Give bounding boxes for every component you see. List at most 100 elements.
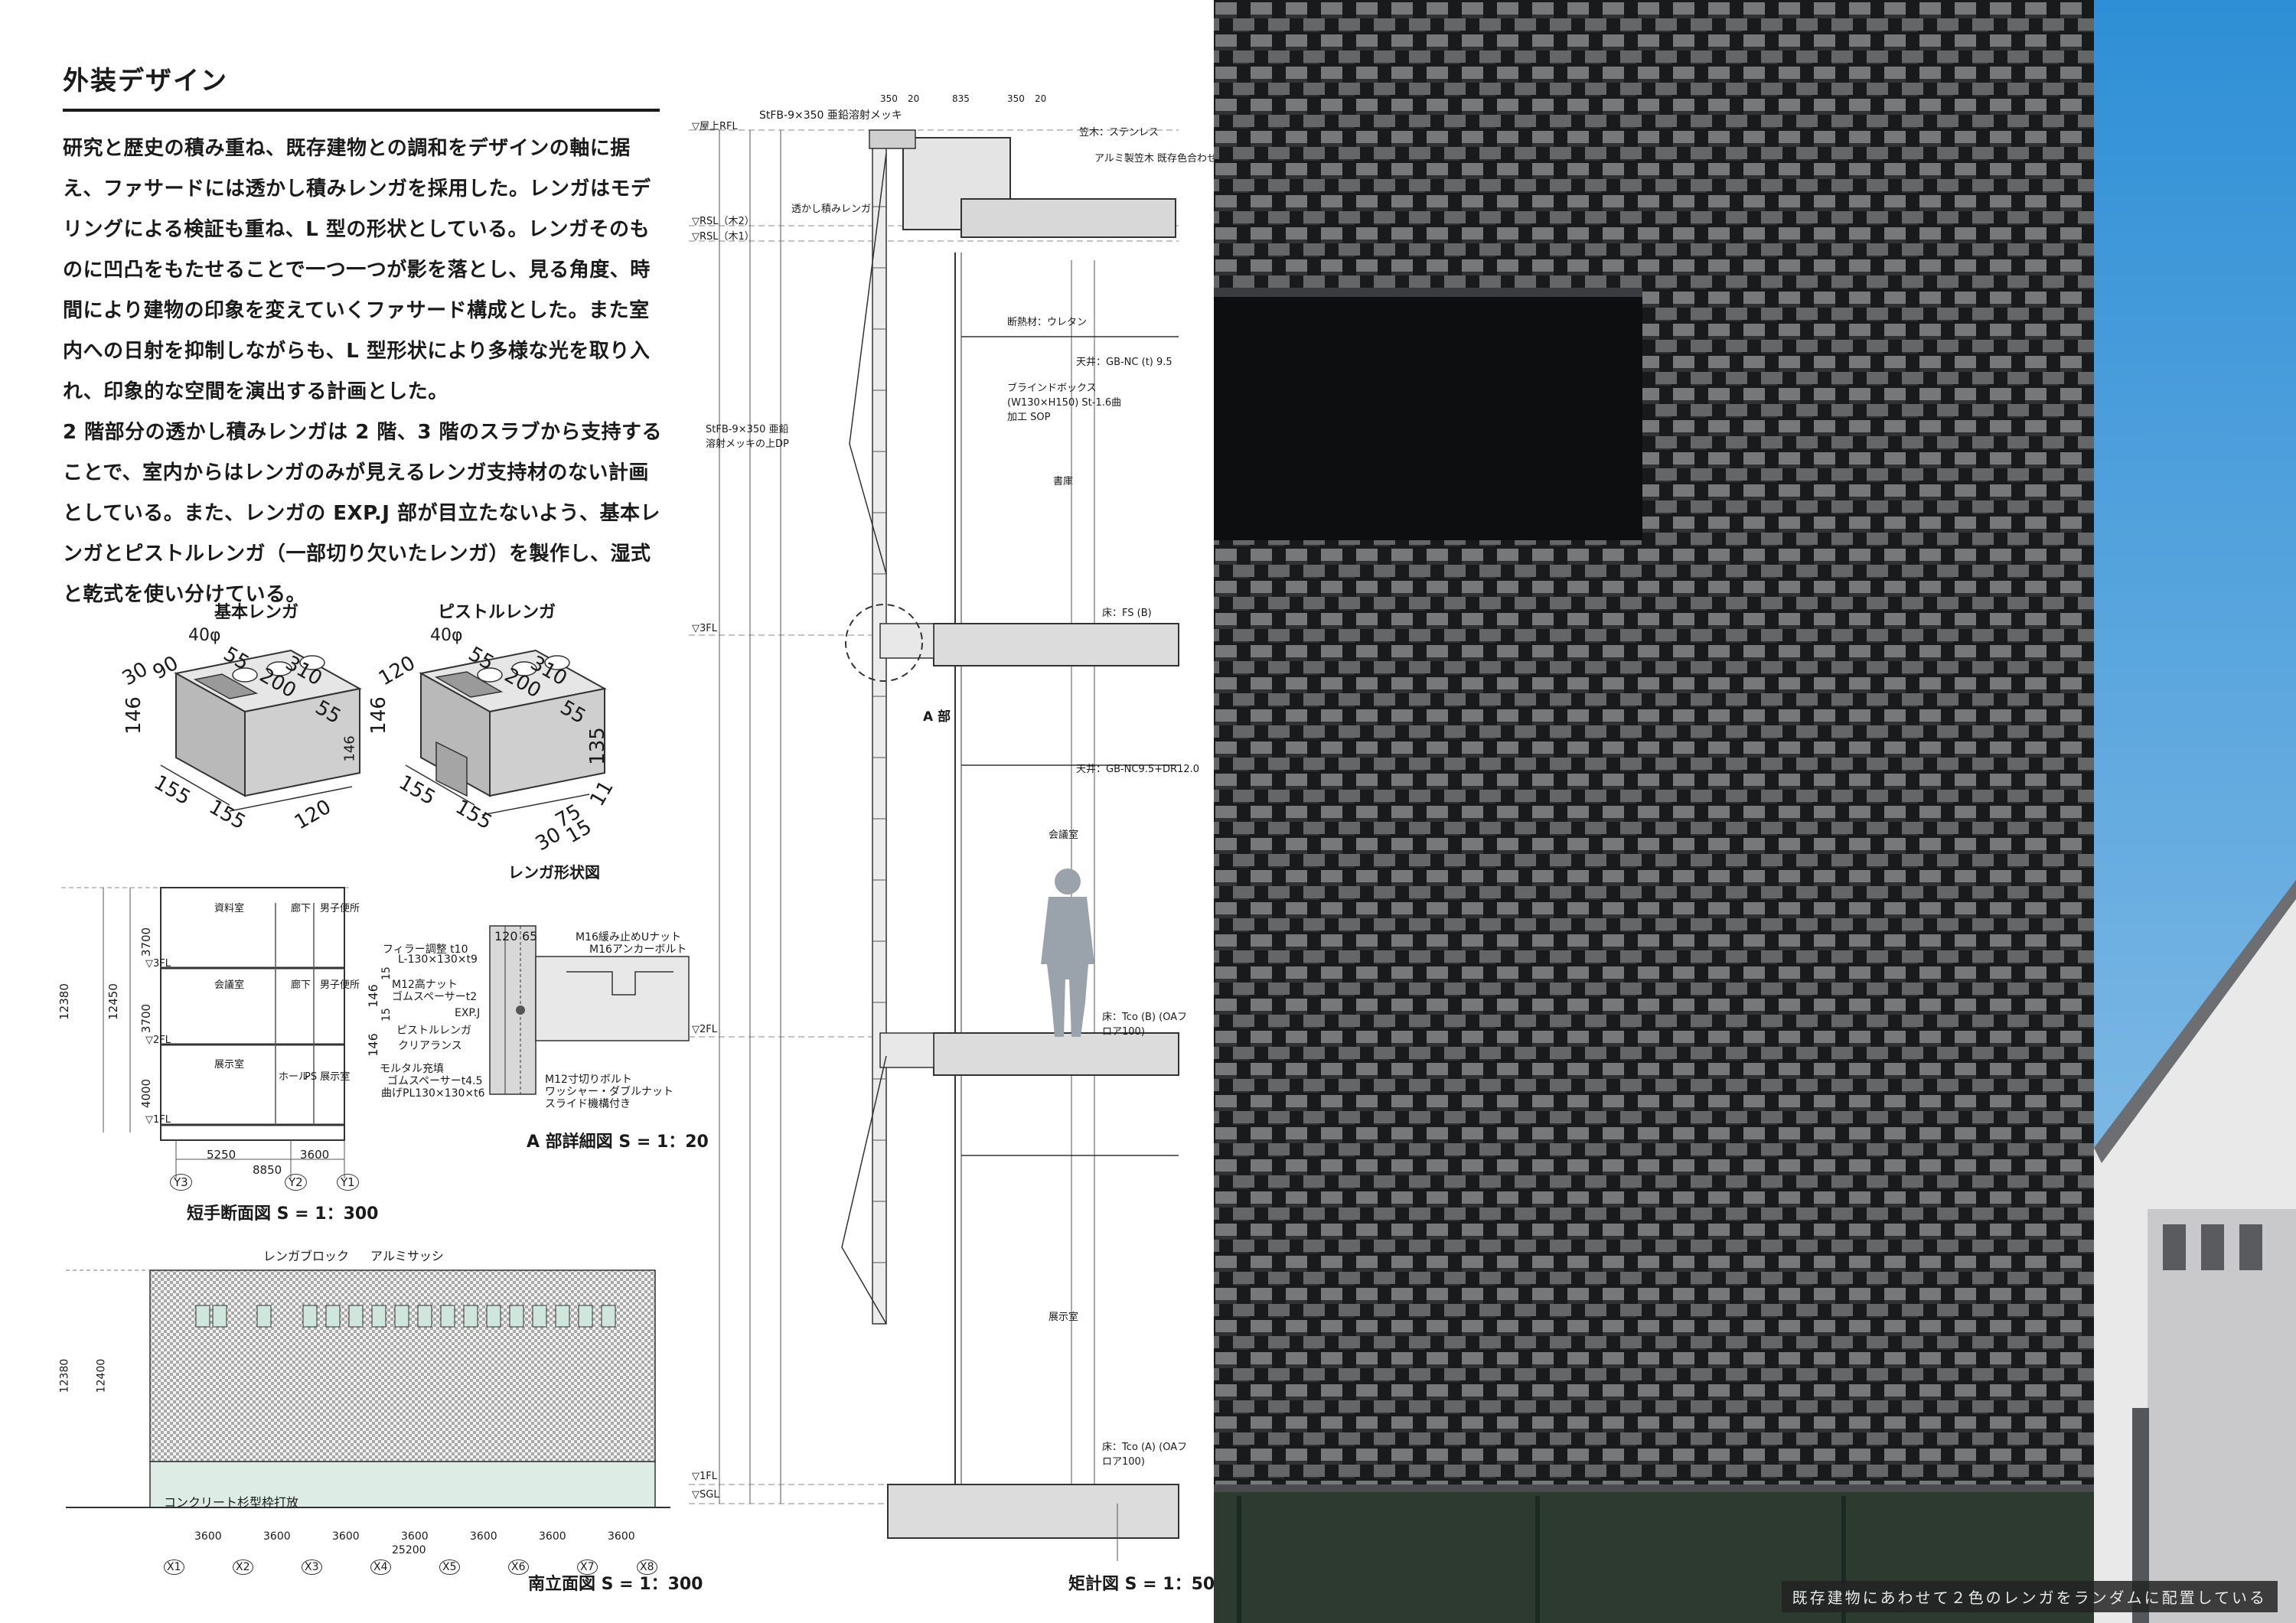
section-grid-y2: Y2 (285, 1174, 307, 1191)
detail-label-bolt: M12寸切りボルト (545, 1074, 632, 1086)
a-part-marker: A 部 (923, 709, 951, 725)
elevation-span-2: 3600 (263, 1530, 291, 1543)
elevation-grid-x2: X2 (233, 1559, 253, 1575)
wall-top-dim-1: 350 (880, 93, 898, 104)
pistol-dim-135: 135 (585, 727, 609, 765)
elevation-grid-x3: X3 (302, 1559, 322, 1575)
elevation-grid-x4: X4 (370, 1559, 391, 1575)
elevation-span-1: 3600 (194, 1530, 222, 1543)
body-paragraph-1: 研究と歴史の積み重ね、既存建物との調和をデザインの軸に据え、ファサードには透かし… (63, 137, 651, 403)
brick-diagram-caption: レンガ形状図 (508, 863, 600, 882)
detail-label-anchor: M16アンカーボルト (589, 943, 687, 956)
elevation-total: 25200 (392, 1544, 426, 1556)
short-section-drawing (61, 887, 352, 1178)
section-total-height: 12380 (57, 983, 71, 1020)
section-room-4: 会議室 (214, 979, 245, 991)
elevation-grid-x8: X8 (637, 1559, 657, 1575)
wall-top-dim-4: 350 (1007, 93, 1025, 104)
level-rfl: ▽屋上RFL (692, 121, 738, 132)
basic-dim-146b: 146 (341, 735, 358, 762)
wall-room-1: 書庫 (1053, 476, 1074, 487)
detail-label-angle: L-130×130×t9 (398, 953, 478, 966)
section-level-1: ▽1FL (145, 1114, 171, 1126)
elevation-span-4: 3600 (401, 1530, 429, 1543)
page-title: 外装デザイン (63, 66, 228, 96)
wall-room-2: 会議室 (1049, 829, 1079, 841)
elevation-concrete-label: コンクリート杉型枠打放 (164, 1495, 299, 1510)
detail-label-rubber2: ゴムスペーサーt4.5 (387, 1075, 483, 1087)
detail-label-plate: 曲げPL130×130×t6 (381, 1087, 485, 1100)
section-dim-3: 8850 (253, 1163, 282, 1177)
body-paragraph-2: 2 階部分の透かし積みレンガは 2 階、3 階のスラブから支持することで、室内か… (63, 421, 662, 606)
elevation-height: 12400 (95, 1358, 108, 1393)
photo-caption: 既存建物にあわせて２色のレンガをランダムに配置している (1781, 1581, 2278, 1612)
detail-dim-15b: 15 (380, 1008, 393, 1022)
wall-top-dim-5: 20 (1035, 93, 1047, 104)
wall-note-1: 笠木：ステンレス (1079, 127, 1159, 139)
facade-photo: 既存建物にあわせて２色のレンガをランダムに配置している (1214, 0, 2296, 1623)
wall-note-2: アルミ製笠木 既存色合わせ (1094, 153, 1218, 165)
section-room-2: 廊下 (291, 903, 311, 914)
wall-top-dim-3: 835 (952, 93, 970, 104)
elevation-span-3: 3600 (332, 1530, 360, 1543)
basic-brick-drawing (160, 649, 362, 812)
section-room-5: 廊下 (291, 979, 311, 991)
detail-dim-146b: 146 (365, 1033, 380, 1057)
detail-a-caption: A 部詳細図 S = 1：20 (527, 1133, 709, 1152)
wall-note-11: 透かし積みレンガ (791, 204, 872, 215)
detail-label-rubber: ゴムスペーサーt2 (392, 991, 478, 1003)
section-floor-3: 3700 (139, 927, 154, 957)
basic-brick-label: 基本レンガ (214, 603, 299, 622)
section-dim-2: 3600 (300, 1148, 330, 1162)
level-3fl: ▽3FL (692, 623, 717, 634)
pistol-brick-label: ピストルレンガ (438, 603, 556, 622)
elevation-total-height: 12380 (58, 1358, 71, 1393)
section-height: 12450 (106, 983, 120, 1020)
section-grid-y1: Y1 (337, 1174, 359, 1191)
title-rule (63, 109, 660, 112)
elevation-brick-label: レンガブロック (263, 1249, 350, 1263)
level-2fl: ▽2FL (692, 1024, 717, 1035)
south-elevation-caption: 南立面図 S = 1：300 (528, 1575, 703, 1594)
section-room-6: 男子便所 (320, 979, 360, 991)
hole-basic: 40φ (188, 626, 221, 645)
wall-note-7: 床：FS (B) (1102, 608, 1152, 619)
section-grid-y3: Y3 (170, 1174, 192, 1191)
section-room-8: ホール (279, 1071, 309, 1083)
level-1fl: ▽1FL (692, 1471, 717, 1482)
facade-photo-render (1214, 0, 2296, 1623)
pistol-brick-drawing (405, 649, 607, 816)
section-floor-1: 4000 (139, 1078, 154, 1109)
section-room-7: 展示室 (214, 1059, 245, 1071)
section-room-1: 資料室 (214, 903, 245, 914)
body-text: 研究と歴史の積み重ね、既存建物との調和をデザインの軸に据え、ファサードには透かし… (63, 129, 667, 615)
wall-note-4: ブラインドボックス (W130×H150) St-1.6曲加工 SOP (1007, 383, 1122, 423)
wall-note-5: 天井：GB-NC (t) 9.5 (1076, 357, 1172, 368)
section-level-2: ▽2FL (145, 1035, 171, 1046)
detail-label-pistol: ピストルレンガ (396, 1025, 471, 1037)
hole-pistol: 40φ (430, 626, 463, 645)
wall-section-drawing (689, 129, 1179, 1561)
detail-a-drawing (489, 925, 690, 1095)
wall-note-6: 天井：GB-NC9.5+DR12.0 (1076, 764, 1200, 775)
elevation-span-6: 3600 (539, 1530, 566, 1543)
detail-dim-146: 146 (365, 984, 380, 1008)
detail-label-unut: M16緩み止めUナット (576, 931, 682, 943)
pistol-dim-146: 146 (367, 696, 390, 735)
basic-dim-146: 146 (122, 696, 145, 735)
detail-dim-120: 120 (494, 929, 518, 943)
detail-label-filler: フィラー調整 t10 (383, 943, 468, 956)
wall-section-caption: 矩計図 S = 1：50 (1068, 1575, 1215, 1594)
detail-label-nut: M12高ナット (392, 979, 458, 991)
wall-note-9: 床：Tco (A) (OAフロア100) (1102, 1442, 1188, 1468)
elevation-span-5: 3600 (470, 1530, 497, 1543)
detail-dim-65: 65 (522, 929, 538, 943)
elevation-grid-x7: X7 (577, 1559, 598, 1575)
elevation-drawing (66, 1269, 670, 1508)
elevation-sash-label: アルミサッシ (370, 1249, 444, 1263)
section-dim-1: 5250 (207, 1148, 236, 1162)
section-room-3: 男子便所 (320, 903, 360, 914)
wall-note-10: StFB-9×350 亜鉛溶射メッキの上DP (706, 424, 789, 450)
detail-label-washer: ワッシャー・ダブルナット (545, 1086, 673, 1098)
detail-label-expj: EXP.J (455, 1007, 481, 1019)
